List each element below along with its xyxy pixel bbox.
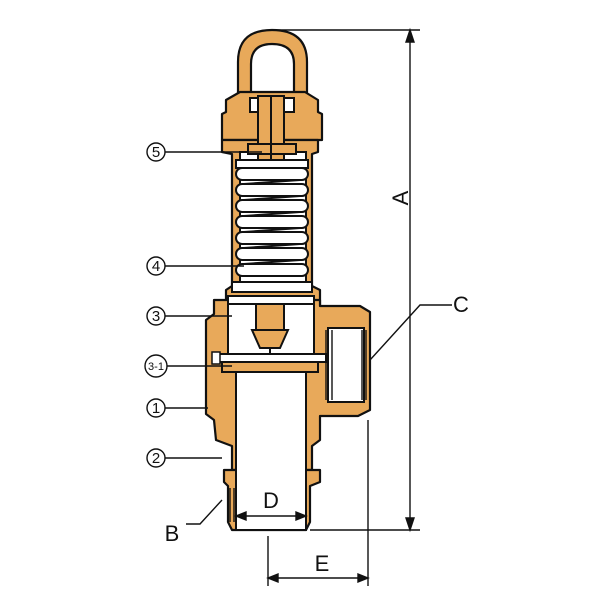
dimension-label-b: B: [165, 521, 180, 546]
valve-disc: [250, 303, 290, 356]
callout-circle-5: [146, 142, 166, 162]
seat-ring: [213, 353, 327, 373]
outlet-bore: [327, 327, 365, 403]
callout-circle-1: [146, 398, 166, 418]
callout-leaders: [164, 151, 262, 459]
inlet-bore: [235, 371, 307, 531]
dimension-lines: [186, 27, 452, 586]
dimension-label-a: A: [388, 190, 413, 205]
callout-labels: 5 4 3 3-1 1 2: [148, 144, 164, 467]
outlet-threads: [325, 330, 367, 400]
callout-circle-4: [146, 256, 166, 276]
callout-circle-3: [146, 306, 166, 326]
dimension-label-c: C: [453, 292, 469, 317]
callout-circle-3-1: [144, 354, 168, 378]
callout-label-5: 5: [152, 144, 160, 161]
callout-label-3: 3: [152, 308, 160, 325]
dimension-label-d: D: [263, 488, 279, 513]
callout-label-2: 2: [152, 450, 160, 467]
callout-circles: [144, 142, 168, 468]
dimension-labels: A C B D E: [165, 190, 469, 576]
callout-label-1: 1: [152, 400, 160, 417]
callout-label-4: 4: [152, 258, 160, 275]
callout-circle-2: [146, 448, 166, 468]
locking-pin: [211, 351, 221, 365]
dimension-label-e: E: [315, 551, 330, 576]
callout-label-3-1: 3-1: [148, 361, 164, 373]
spring: [235, 167, 309, 277]
lifting-lever: [236, 28, 309, 100]
spring-seats: [227, 159, 315, 305]
